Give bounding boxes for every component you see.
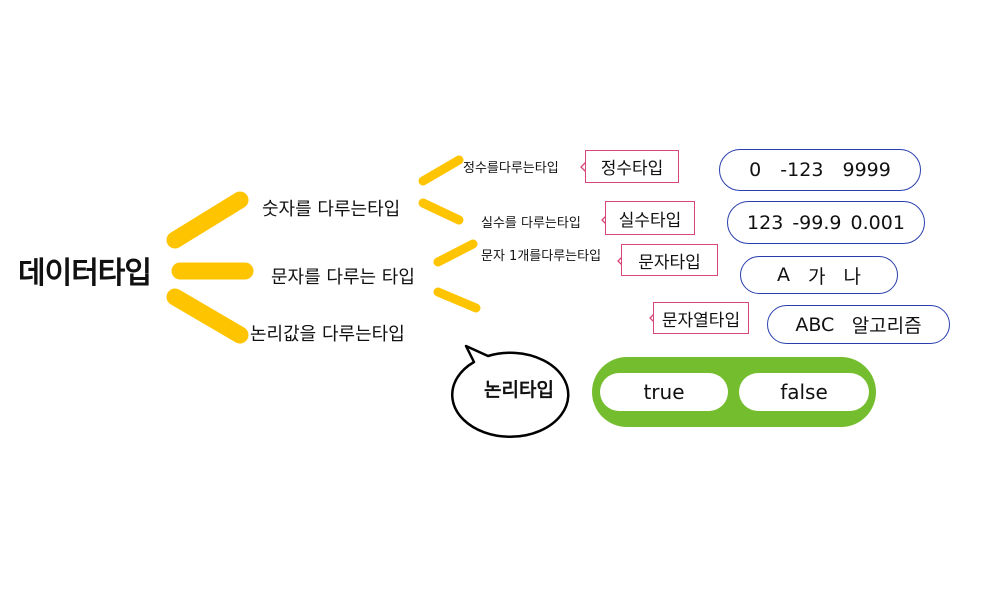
branch-to-integer — [418, 155, 464, 186]
example-value: -123 — [780, 159, 824, 181]
subcategory-char-single: 문자 1개를다루는타입 — [481, 249, 602, 264]
category-char: 문자를 다루는 타입 — [271, 267, 415, 288]
tag-string: 문자열타입 — [653, 302, 749, 334]
tag-integer: 정수타입 — [585, 150, 679, 183]
branch-to-real — [418, 198, 464, 225]
example-value: 123 — [747, 211, 784, 234]
subcategory-integer: 정수를다루는타입 — [463, 161, 559, 176]
example-value: 알고리즘 — [851, 315, 922, 337]
boolean-false: false — [739, 373, 869, 411]
tag-real: 실수타입 — [605, 201, 695, 235]
logic-bubble-shape — [451, 344, 570, 438]
example-value: -99.9 — [792, 211, 842, 234]
example-value: 가 — [808, 265, 826, 288]
example-value: A — [777, 264, 790, 286]
branch-to-char-single — [433, 239, 478, 267]
branch-to-number — [166, 191, 249, 249]
category-logic: 논리값을 다루는타입 — [250, 324, 405, 345]
tag-char: 문자타입 — [621, 244, 718, 276]
examples-char: A 가 나 — [740, 256, 898, 294]
examples-real: 123 -99.9 0.001 — [727, 201, 925, 244]
logic-bubble-label: 논리타입 — [484, 379, 554, 401]
examples-integer: 0 -123 9999 — [719, 149, 921, 191]
subcategory-real: 실수를 다루는타입 — [481, 216, 581, 231]
boolean-true: true — [600, 373, 728, 411]
example-value: 나 — [843, 265, 861, 288]
example-value: ABC — [795, 313, 835, 336]
example-value: 0.001 — [850, 211, 905, 234]
diagram-title: 데이터타입 — [18, 256, 152, 291]
example-value: 0 — [749, 159, 762, 181]
examples-string: ABC 알고리즘 — [767, 305, 950, 344]
branch-to-logic — [166, 288, 249, 344]
branch-to-string — [433, 287, 481, 313]
category-number: 숫자를 다루는타입 — [262, 199, 401, 220]
example-value: 9999 — [842, 159, 891, 181]
